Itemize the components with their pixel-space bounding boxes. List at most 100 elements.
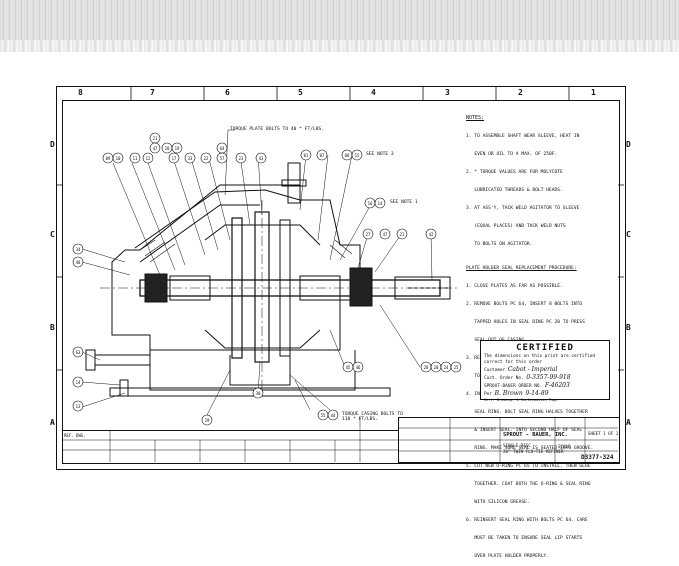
proc-4b: SEAL RING. BOLT SEAL RING HALVES TOGETHE… [466, 410, 588, 415]
proc-5: 5. CUT NEW O-RING PC 65 TO INSTALL, THEN… [466, 464, 591, 469]
balloon-label: 17 [171, 155, 177, 161]
proc-2b: TAPPED HOLES IN SEAL RING PC 20 TO PRESS [466, 320, 585, 325]
drawing-title-1: SINGLE DISC [503, 443, 531, 448]
proc-4c: & INSERT SEAL. INTO SECOND HALF OF SEAL [466, 428, 583, 433]
balloon-label: 11 [132, 155, 138, 161]
zone-side-a: A [50, 418, 55, 427]
cust-order-label: Cust. Order No. [484, 376, 524, 381]
balloon-label: 20 [433, 364, 439, 370]
drawing-number: D3377-324 [581, 454, 614, 461]
certified-sb-order: SPROUT-BAUER ORDER NO. F-46203 [481, 382, 609, 389]
zone-side-c: C [50, 230, 55, 239]
balloon-label: 47 [152, 145, 158, 151]
zone-side-d-right: D [626, 140, 631, 149]
balloon-label: 16 [367, 200, 373, 206]
balloon-label: 14 [377, 200, 383, 206]
certified-line1: The dimensions on this print are certifi… [484, 354, 596, 359]
balloon-label: 24 [443, 364, 449, 370]
balloon-label: 64 [219, 145, 225, 151]
scale-label: SCALE [558, 444, 571, 449]
balloon-label: 13 [75, 403, 81, 409]
balloon-label: 30 [255, 390, 261, 396]
sb-order-value: F-46203 [544, 382, 570, 389]
balloon-label: 21 [152, 135, 158, 141]
balloon-label: 34 [75, 246, 81, 252]
balloon-label: 12 [145, 155, 151, 161]
balloon-label: 46 [355, 364, 361, 370]
drawing-title-2: 26" TWIN FLO-TIE REFINER [503, 449, 564, 454]
balloon-label: 55 [320, 412, 326, 418]
zone-side-a-right: A [626, 418, 631, 427]
zone-top-1: 1 [591, 88, 596, 97]
scan-noise-band [0, 40, 679, 52]
customer-value: Cabot - Imperial [507, 366, 558, 373]
zone-top-6: 6 [225, 88, 230, 97]
balloon-label: 57 [219, 155, 225, 161]
note-2b: LUBRICATED THREADS & BOLT HEADS. [466, 188, 563, 193]
balloon-label: 07 [319, 152, 325, 158]
notes-title: NOTES: [466, 115, 485, 121]
note-2: 2. * TORQUE VALUES ARE FOR MOLYCOTE [466, 170, 563, 175]
zone-top-2: 2 [518, 88, 523, 97]
balloon-label: 01 [303, 152, 309, 158]
proc-6: 6. REINSERT SEAL RING WITH BOLTS PC 64. … [466, 518, 588, 523]
zone-top-4: 4 [371, 88, 376, 97]
by-label: Per [484, 392, 492, 397]
note-3c: TO BOLTS ON AGITATOR. [466, 242, 533, 247]
balloon-label: 29 [204, 417, 210, 423]
balloon-label: 45 [345, 364, 351, 370]
drawing-frame [62, 100, 620, 464]
zone-side-b-right: B [626, 323, 631, 332]
customer-label: Customer [484, 368, 506, 373]
balloon-label: 63 [75, 349, 81, 355]
balloon-label: 09 [105, 155, 111, 161]
balloon-label: 25 [453, 364, 459, 370]
sheet-label: SHEET 1 OF 1 [588, 431, 619, 436]
zone-top-7: 7 [150, 88, 155, 97]
balloon-label: 42 [428, 231, 434, 237]
revision-block: REF. DWG. [62, 430, 398, 462]
certified-footer: Cert. Drawing- A Continuation Page [484, 398, 558, 402]
refiner-cross-section [56, 86, 624, 462]
balloon-label: 22 [203, 155, 209, 161]
ref-dwg-label: REF. DWG. [64, 433, 86, 438]
proc-2: 2. REMOVE BOLTS PC 64, INSERT 8 BOLTS IN… [466, 302, 583, 307]
callout-torque-casing: TORQUE CASING BOLTS TO 110 * FT/LBS. [342, 412, 403, 422]
balloon-label: 20 [164, 145, 170, 151]
balloon-label: 15 [354, 152, 360, 158]
certified-stamp: CERTIFIED The dimensions on this print a… [480, 340, 610, 402]
callout-see-note-3: SEE NOTE 3 [366, 152, 394, 157]
certified-title: CERTIFIED [516, 343, 574, 353]
zone-side-b: B [50, 323, 55, 332]
zone-top-3: 3 [445, 88, 450, 97]
zone-top-8: 8 [78, 88, 83, 97]
certified-line2: correct for this order [484, 360, 543, 365]
balloon-label: 47 [382, 231, 388, 237]
balloon-label: 43 [258, 155, 264, 161]
certified-by: Per B. Brown 9-14-89 [481, 390, 609, 397]
zone-top-5: 5 [298, 88, 303, 97]
balloon-label: 10 [115, 155, 121, 161]
date-value: 9-14-89 [525, 390, 549, 397]
zone-side-d: D [50, 140, 55, 149]
balloon-label: 21 [399, 231, 405, 237]
drawing-sheet-border [56, 86, 626, 470]
balloon-label: 28 [423, 364, 429, 370]
proc-5c: WITH SILICON GREASE. [466, 500, 530, 505]
proc-6b: MUST BE TAKEN TO ENSURE SEAL LIP STARTS [466, 536, 583, 541]
certified-customer: Customer Cabot - Imperial [481, 366, 609, 373]
proc-5b: TOGETHER. COAT BOTH THE O-RING & SEAL RI… [466, 482, 591, 487]
balloon-label: 19 [174, 145, 180, 151]
company-name: SPROUT - BAUER, INC. [503, 432, 568, 438]
callout-torque-plate: TORQUE PLATE BOLTS TO 40 * FT/LBS. [230, 127, 325, 132]
balloon-label: 33 [187, 155, 193, 161]
notes-panel: NOTES: 1. TO ASSEMBLE SHAFT WEAR SLEEVE,… [466, 103, 616, 566]
proc-1: 1. CLOSE PLATES AS FAR AS POSSIBLE. [466, 284, 563, 289]
note-3: 3. AT ASS'Y, TACK WELD AGITATOR TO SLEEV… [466, 206, 580, 211]
note-1: 1. TO ASSEMBLE SHAFT WEAR SLEEVE, HEAT I… [466, 134, 580, 139]
scan-noise-top [0, 0, 679, 40]
zone-side-c-right: C [626, 230, 631, 239]
certified-cust-order: Cust. Order No. 0-3357-99-918 [481, 374, 609, 381]
balloon-label: 48 [75, 259, 81, 265]
proc-6c: OVER PLATE HOLDER PROPERLY. [466, 554, 549, 559]
